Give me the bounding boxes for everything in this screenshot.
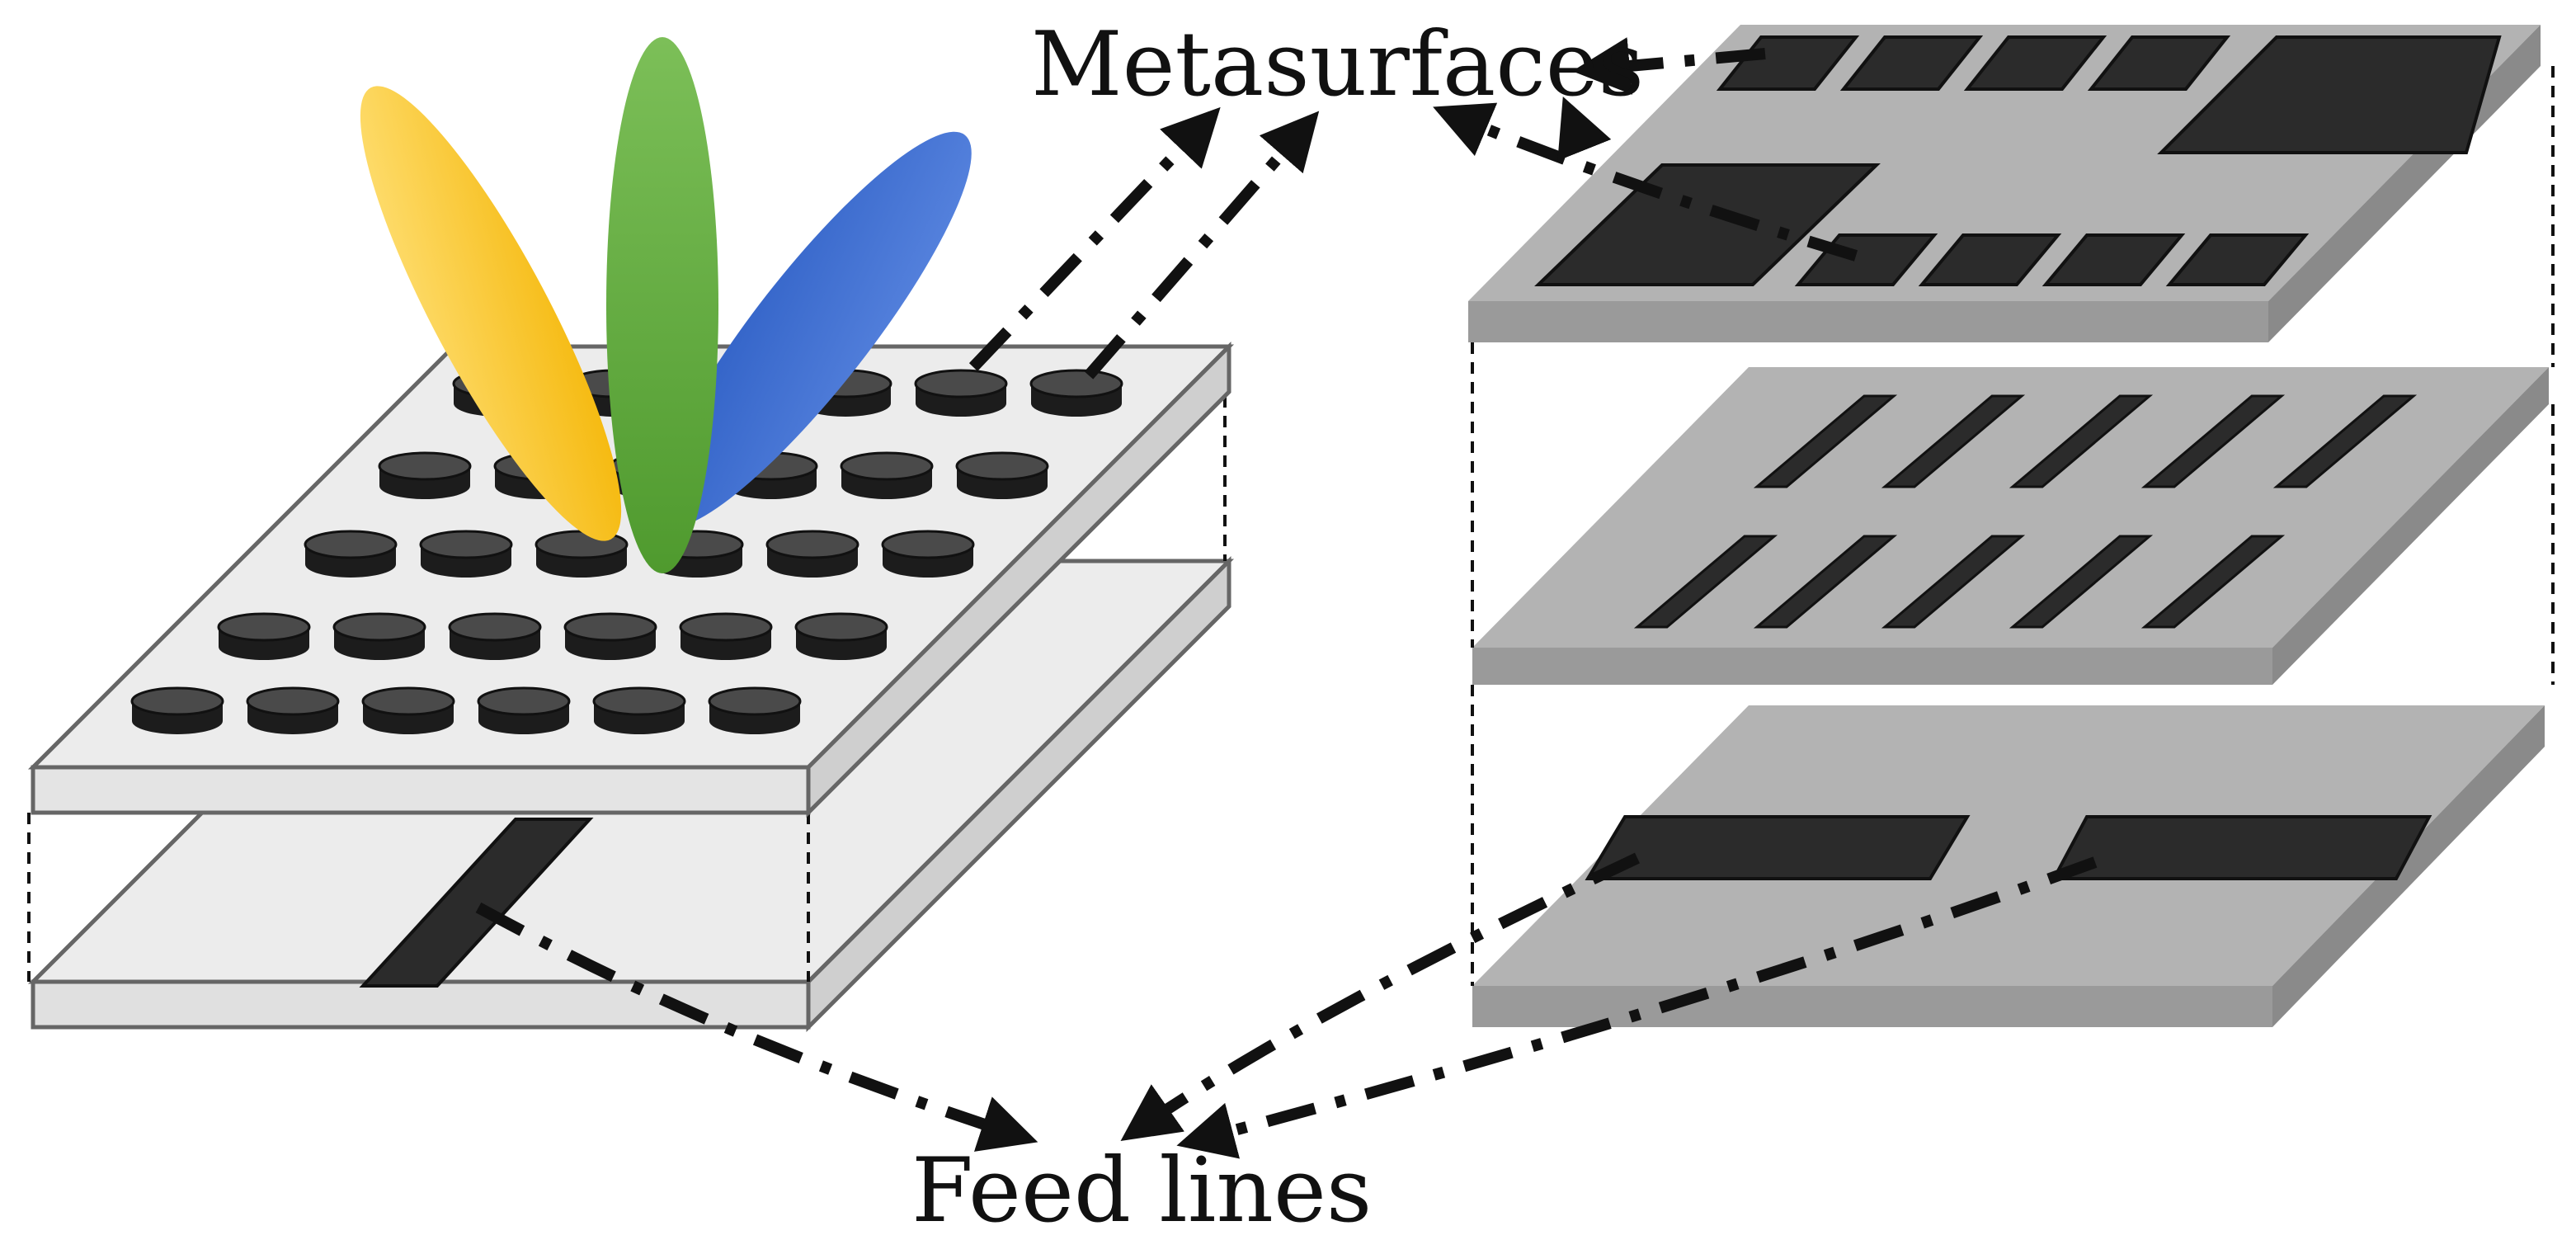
disc-patch (794, 612, 888, 660)
disc-patch (448, 612, 542, 660)
disc-patch (914, 369, 1008, 417)
slot (1881, 394, 2026, 488)
right-top-layer (1468, 25, 2541, 342)
slot-array (1633, 394, 2418, 629)
slot (2009, 535, 2154, 629)
arrow-metasurface-2 (1084, 111, 1320, 380)
disc-patch (840, 451, 934, 499)
radiation-beam-icon (360, 37, 972, 573)
disc-patch (419, 530, 513, 578)
arrow-feedline-3 (1176, 856, 2098, 1159)
arrow-metasurface-4 (1433, 102, 1858, 262)
beam-right (653, 131, 972, 529)
beam-center (606, 37, 718, 573)
disc-patch (477, 686, 571, 734)
slot (1881, 535, 2026, 629)
disc-patch (765, 530, 859, 578)
metasurfaces-label: Metasurfaces (1031, 13, 1644, 116)
beam-left (360, 86, 622, 541)
disc-patch (563, 612, 657, 660)
disc-patch (361, 686, 455, 734)
left-feed-line (359, 818, 594, 988)
disc-patch (217, 612, 311, 660)
disc-patch (535, 530, 629, 578)
disc-patch (708, 686, 802, 734)
arrow-metasurface-1 (968, 106, 1221, 371)
right-bottom-layer (1472, 705, 2545, 1027)
disc-patch (304, 530, 398, 578)
arrow-metasurface-3 (1572, 37, 1766, 95)
slot (2009, 394, 2154, 488)
disc-patch (332, 612, 426, 660)
right-antenna-stack (1468, 25, 2555, 1027)
disc-patch (955, 451, 1049, 499)
disc-patch (130, 686, 224, 734)
slot (1753, 394, 1898, 488)
slot (2272, 394, 2418, 488)
disc-patch (246, 686, 340, 734)
feed-lines-label: Feed lines (911, 1139, 1372, 1240)
arrow-feedline-2 (1120, 852, 1640, 1142)
disc-patch (592, 686, 686, 734)
disc-patch (378, 451, 472, 499)
annotation-arrows (475, 37, 2098, 1159)
slot (2140, 535, 2286, 629)
feed-line-strips (1585, 815, 2432, 880)
disc-patch (679, 612, 773, 660)
left-antenna-stack (27, 37, 1235, 1033)
disc-patch (881, 530, 975, 578)
left-top-substrate (27, 341, 1235, 818)
slot (1753, 535, 1898, 629)
slot (1633, 535, 1778, 629)
arrow-metasurface-5 (1557, 97, 1612, 161)
disc-patch (1029, 369, 1123, 417)
metasurface-patches-top (1534, 35, 2502, 286)
slot (2140, 394, 2286, 488)
right-middle-layer (1472, 367, 2549, 685)
